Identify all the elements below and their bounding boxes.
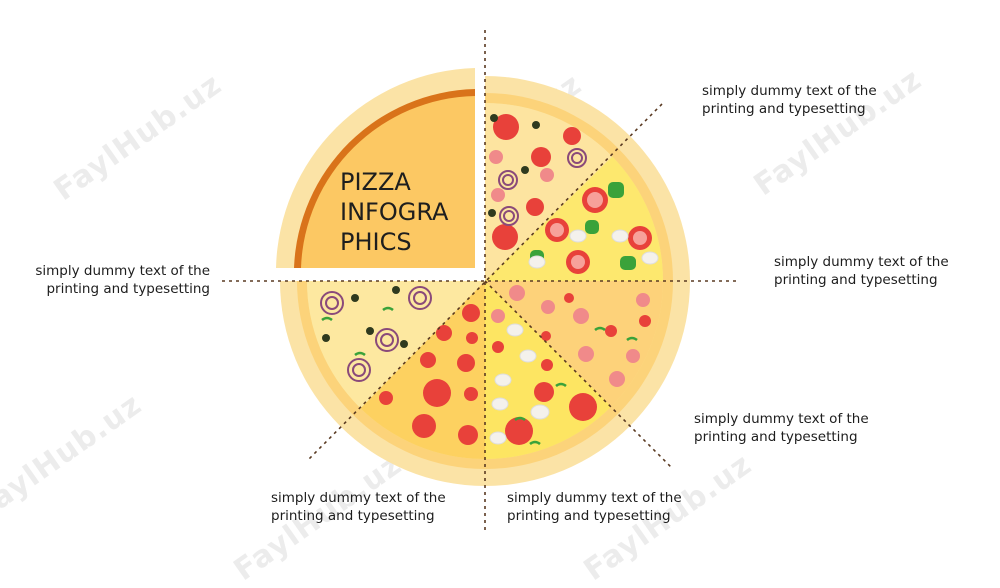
pepperoni-small (541, 293, 651, 341)
label-lower-right: simply dummy text of the printing and ty… (694, 410, 884, 446)
onion-rings (498, 148, 587, 226)
mushrooms (528, 229, 659, 269)
mushrooms-bottom (489, 323, 550, 445)
guide-diagonal-se (484, 280, 673, 469)
label-text: printing and typesetting (507, 508, 671, 524)
ham (489, 150, 503, 164)
label-text: simply dummy text of the (702, 83, 877, 99)
olive (521, 166, 529, 174)
pepper-strips (321, 306, 638, 446)
label-text: printing and typesetting (46, 281, 210, 297)
title-line-1: PIZZA (340, 168, 411, 196)
pepperoni (493, 114, 519, 140)
title-line-2: INFOGRA (340, 198, 449, 226)
guide-lines (222, 30, 736, 532)
pepperoni-bottom-left (379, 304, 480, 445)
label-text: printing and typesetting (694, 429, 858, 445)
lifted-slice-base (301, 96, 475, 268)
pepperoni (531, 147, 551, 167)
lifted-slice: PIZZA INFOGRA PHICS (276, 68, 475, 268)
label-bottom-right: simply dummy text of the printing and ty… (507, 489, 697, 525)
ham (540, 168, 554, 182)
onion-rings-left (320, 286, 432, 382)
pepperoni (492, 224, 518, 250)
infographic-canvas: FaylHub.uz FaylHub.uz FaylHub.uz FaylHub… (0, 30, 964, 588)
label-top-right: simply dummy text of the printing and ty… (702, 82, 892, 118)
olive (532, 121, 540, 129)
ham-pieces (491, 285, 650, 387)
label-text: printing and typesetting (774, 272, 938, 288)
toppings (320, 114, 659, 446)
label-text: simply dummy text of the (271, 490, 446, 506)
pepperoni (526, 198, 544, 216)
label-text: simply dummy text of the (507, 490, 682, 506)
label-text: simply dummy text of the (694, 411, 869, 427)
pizza-diagram: PIZZA INFOGRA PHICS (222, 30, 736, 532)
label-text: printing and typesetting (271, 508, 435, 524)
label-bottom-left: simply dummy text of the printing and ty… (271, 489, 461, 525)
label-right: simply dummy text of the printing and ty… (774, 253, 964, 289)
ham (491, 188, 505, 202)
label-text: printing and typesetting (702, 101, 866, 117)
label-left: simply dummy text of the printing and ty… (20, 262, 210, 298)
label-text: simply dummy text of the (35, 263, 210, 279)
pepperoni (563, 127, 581, 145)
olive (490, 114, 498, 122)
olive (488, 209, 496, 217)
olives-left (322, 286, 408, 348)
tomato-slices (545, 187, 652, 274)
label-text: simply dummy text of the (774, 254, 949, 270)
pepperoni-bottom-right (492, 341, 597, 445)
title-line-3: PHICS (340, 228, 412, 256)
